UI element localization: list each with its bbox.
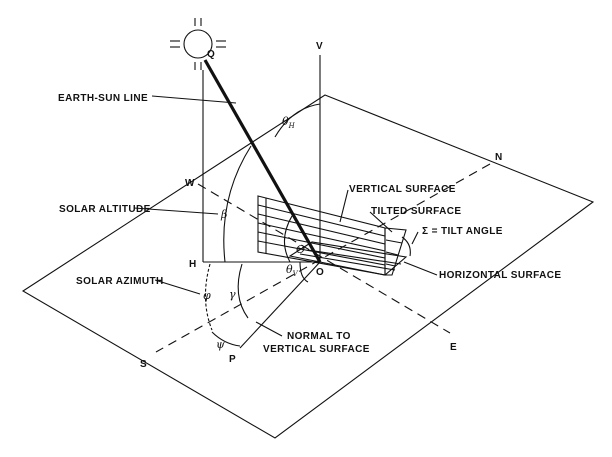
theta-v-symbol: θV bbox=[286, 263, 299, 278]
north-south-line bbox=[155, 163, 491, 353]
point-n-label: N bbox=[495, 152, 502, 163]
solar-azimuth-label: SOLAR AZIMUTH bbox=[76, 276, 164, 287]
theta-h-arc bbox=[274, 103, 321, 138]
psi-arc bbox=[211, 331, 241, 347]
vertical-surface-label: VERTICAL SURFACE bbox=[349, 184, 456, 195]
tilt-angle-label: Σ = TILT ANGLE bbox=[422, 226, 503, 237]
beta-arc bbox=[223, 145, 252, 263]
point-e-label: E bbox=[450, 342, 457, 353]
capital-theta-symbol: Θ bbox=[296, 243, 305, 256]
tilt-angle-leader bbox=[411, 231, 419, 245]
point-s-label: S bbox=[140, 359, 147, 370]
normal-label-line2: VERTICAL SURFACE bbox=[263, 344, 370, 355]
normal-label-line1: NORMAL TO bbox=[287, 331, 351, 342]
phi-arc bbox=[204, 263, 213, 331]
theta-v-arc bbox=[283, 215, 293, 263]
tilted-surface-label: TILTED SURFACE bbox=[371, 206, 461, 217]
solar-altitude-leader bbox=[133, 207, 219, 215]
horizontal-surface-panel bbox=[288, 241, 408, 276]
vertical-surface-leader bbox=[339, 189, 349, 223]
point-v-label: V bbox=[316, 41, 323, 52]
phi-symbol: φ bbox=[203, 289, 211, 302]
psi-symbol: ψ bbox=[216, 338, 225, 351]
point-w-label: W bbox=[185, 178, 195, 189]
horizontal-surface-leader bbox=[403, 261, 438, 276]
point-o-label: O bbox=[316, 267, 324, 278]
earth-sun-line-label: EARTH-SUN LINE bbox=[58, 93, 148, 104]
capital-theta-arc bbox=[299, 261, 309, 283]
point-q-label: Q bbox=[207, 49, 215, 60]
solar-azimuth-leader bbox=[154, 279, 201, 295]
normal-line bbox=[239, 261, 321, 349]
tilted-surface-panel bbox=[384, 227, 407, 276]
earth-sun-leader bbox=[151, 95, 237, 104]
normal-leader bbox=[255, 321, 283, 337]
gamma-symbol: γ bbox=[229, 288, 236, 301]
tilted-surface-leader bbox=[369, 211, 393, 233]
sun-icon bbox=[170, 18, 226, 70]
tilt-angle-arc bbox=[401, 236, 411, 257]
point-p-label: P bbox=[229, 354, 236, 365]
horizontal-surface-label: HORIZONTAL SURFACE bbox=[439, 270, 561, 281]
earth-sun-line bbox=[203, 59, 322, 263]
west-east-line bbox=[197, 183, 451, 334]
solar-altitude-label: SOLAR ALTITUDE bbox=[59, 204, 151, 215]
ground-plane bbox=[21, 94, 595, 439]
gamma-arc bbox=[237, 263, 249, 319]
theta-h-symbol: θH bbox=[282, 115, 296, 130]
point-h-label: H bbox=[189, 259, 196, 270]
beta-symbol: β bbox=[220, 208, 227, 221]
vertical-surface-panel bbox=[257, 195, 386, 276]
